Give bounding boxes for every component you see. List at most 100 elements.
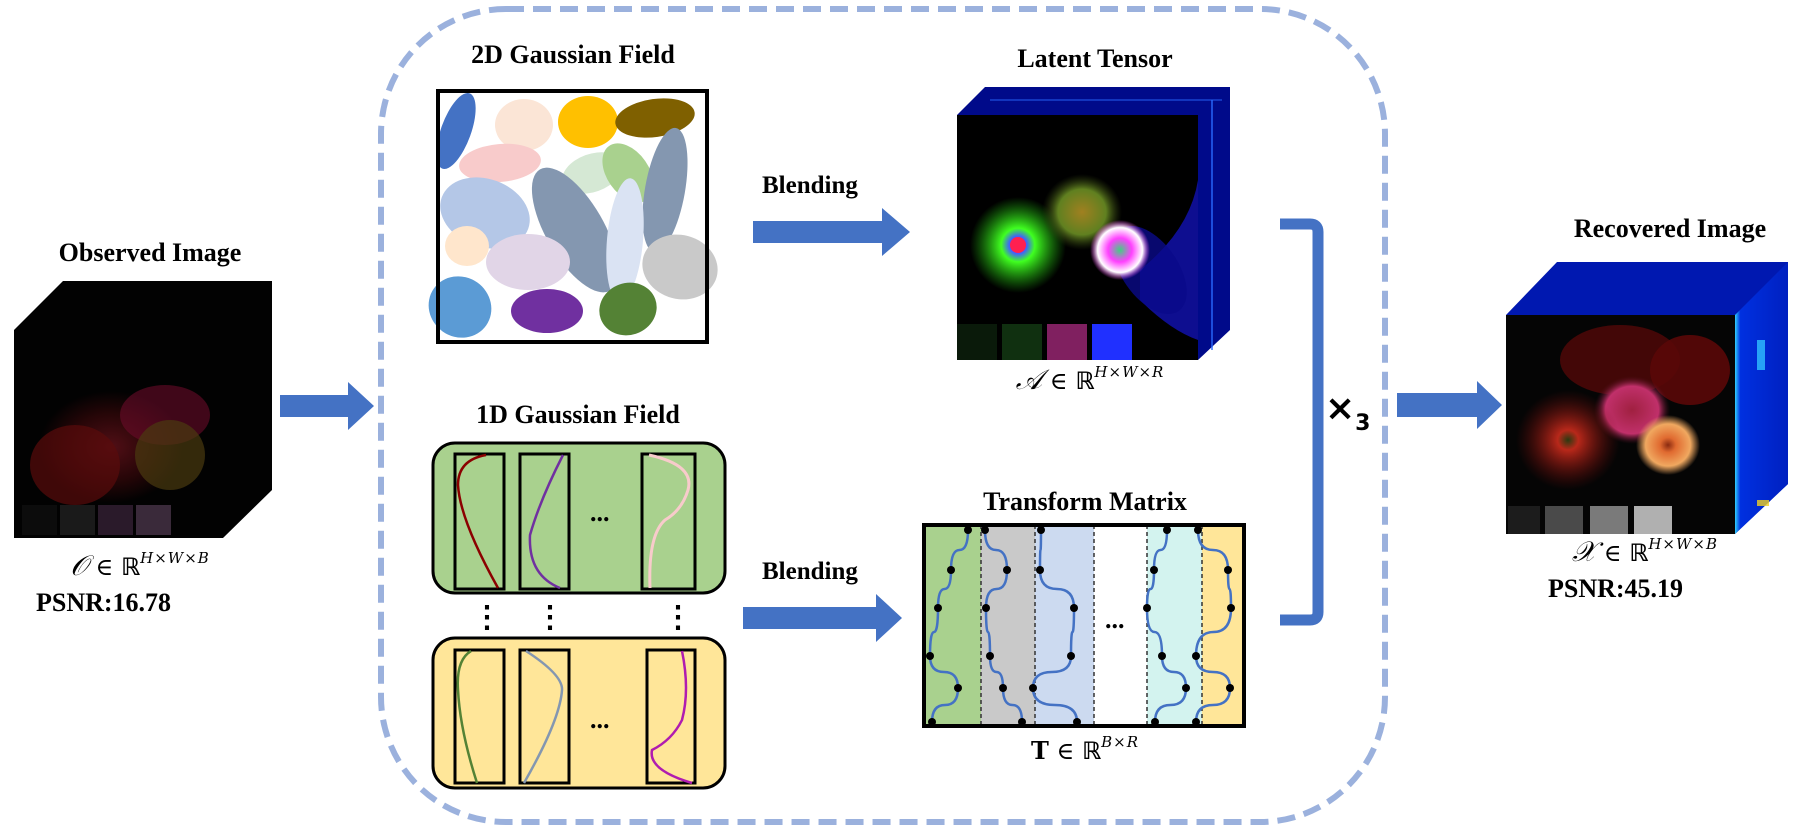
recovered-dims: H×W×B (1648, 535, 1719, 553)
matrix-point (981, 526, 989, 534)
curve-top-3 (648, 453, 691, 589)
transform-symbol: T (1030, 736, 1049, 765)
observed-symbol: 𝒪 (70, 551, 88, 582)
observed-dims: H×W×B (140, 549, 210, 567)
matrix-column (1094, 525, 1147, 726)
gaussian-1d-group-top (431, 441, 727, 595)
gaussian-1d-group-bottom (431, 636, 727, 790)
matrix-point (954, 684, 962, 692)
arrow-blending-bottom (743, 594, 902, 642)
latent-flower-pink (1090, 220, 1150, 280)
transform-matrix-title: Transform Matrix (983, 487, 1187, 516)
matrix-point (1150, 566, 1158, 574)
blending-bottom-label: Blending (762, 558, 858, 585)
matrix-point (1143, 604, 1151, 612)
matrix-ellipsis: ... (1105, 605, 1125, 634)
gaussian-2d-ellipse (511, 289, 583, 333)
times-symbol: × (1325, 388, 1356, 429)
gaussian-1d-title: 1D Gaussian Field (476, 400, 680, 429)
transform-matrix-frame (922, 523, 1246, 728)
blending-top-label: Blending (762, 172, 858, 199)
matrix-curve (1031, 529, 1079, 723)
matrix-point (986, 652, 994, 660)
matrix-point (1192, 652, 1200, 660)
matrix-point (1226, 684, 1234, 692)
matrix-point (964, 526, 972, 534)
vertical-ellipsis-2: ⋮ (535, 601, 565, 634)
recovered-image-cube (1506, 262, 1788, 534)
gaussian-2d-title: 2D Gaussian Field (471, 40, 675, 69)
recovered-flower-orange (1636, 415, 1700, 475)
matrix-column (1202, 525, 1244, 726)
matrix-point (1067, 652, 1075, 660)
matrix-point (1070, 604, 1078, 612)
recovered-image-title: Recovered Image (1573, 214, 1767, 243)
matrix-curve (1145, 529, 1188, 723)
matrix-point (1158, 652, 1166, 660)
gaussian-2d-ellipse (606, 178, 644, 302)
element-of: ∈ (1056, 737, 1075, 765)
matrix-column (981, 525, 1035, 726)
matrix-point (1227, 604, 1235, 612)
gaussian-2d-ellipse (599, 282, 657, 336)
matrix-curve (983, 529, 1024, 723)
latent-tensor-cube (957, 87, 1230, 360)
latent-formula: 𝒜 ∈ ℝH×W×R (990, 363, 1190, 397)
matrix-point (947, 566, 955, 574)
module-container (378, 6, 1388, 825)
repeat-number: 3 (1355, 411, 1371, 436)
repeat-bracket (1280, 218, 1324, 626)
gaussian-2d-ellipse (531, 167, 619, 293)
vertical-ellipsis-1: ⋮ (472, 601, 502, 634)
gaussian-2d-ellipse (602, 143, 654, 203)
gaussian-2d-ellipse (445, 226, 489, 266)
vertical-ellipsis-3: ⋮ (663, 601, 693, 634)
gaussian-1d-field (431, 441, 727, 790)
observed-image-title: Observed Image (58, 238, 242, 267)
gaussian-2d-ellipse (436, 93, 476, 169)
curve-top-1 (456, 453, 500, 589)
recovered-flower-red (1516, 390, 1620, 490)
gaussian-2d-ellipse (558, 96, 618, 148)
curve-top-2 (528, 454, 565, 590)
gaussian-2d-ellipse (642, 127, 688, 253)
observed-image-cube (14, 281, 272, 538)
observed-chart-patch (22, 505, 57, 535)
arrow-input (280, 382, 374, 430)
matrix-point (999, 684, 1007, 692)
curve-bottom-3 (650, 650, 693, 785)
transform-dims: B×R (1101, 733, 1140, 751)
gaussian-2d-ellipse (615, 98, 695, 138)
matrix-point (934, 604, 942, 612)
gaussian-2d-ellipse (486, 234, 570, 290)
real-field: ℝ (1081, 737, 1102, 765)
matrix-column (1035, 525, 1094, 726)
recovered-psnr: PSNR:45.19 (1548, 574, 1684, 603)
horizontal-ellipsis-bottom: ... (590, 705, 610, 734)
matrix-point (1182, 684, 1190, 692)
curve-bottom-2 (522, 649, 564, 784)
arrow-blending-top (753, 208, 910, 256)
gaussian-2d-ellipse (642, 234, 718, 300)
gaussian-2d-ellipse (428, 276, 492, 338)
recovered-formula: 𝒳 ∈ ℝH×W×B (1545, 535, 1745, 569)
gaussian-2d-field (428, 89, 718, 344)
transform-matrix (922, 523, 1246, 728)
matrix-point (926, 652, 934, 660)
latent-tensor-title: Latent Tensor (1017, 44, 1173, 73)
matrix-curve (1194, 529, 1233, 723)
curve-bottom-1 (456, 649, 479, 784)
transform-formula: T ∈ ℝB×R (1000, 733, 1170, 765)
matrix-point (1029, 684, 1037, 692)
real-field: ℝ (1629, 539, 1649, 567)
horizontal-ellipsis-top: ... (590, 498, 610, 527)
matrix-point (1036, 566, 1044, 574)
matrix-point (1194, 526, 1202, 534)
matrix-point (1003, 566, 1011, 574)
gaussian-2d-frame (436, 89, 709, 344)
real-field: ℝ (1075, 367, 1095, 395)
matrix-point (982, 604, 990, 612)
gaussian-2d-ellipse (495, 99, 553, 151)
element-of: ∈ (1603, 539, 1622, 567)
